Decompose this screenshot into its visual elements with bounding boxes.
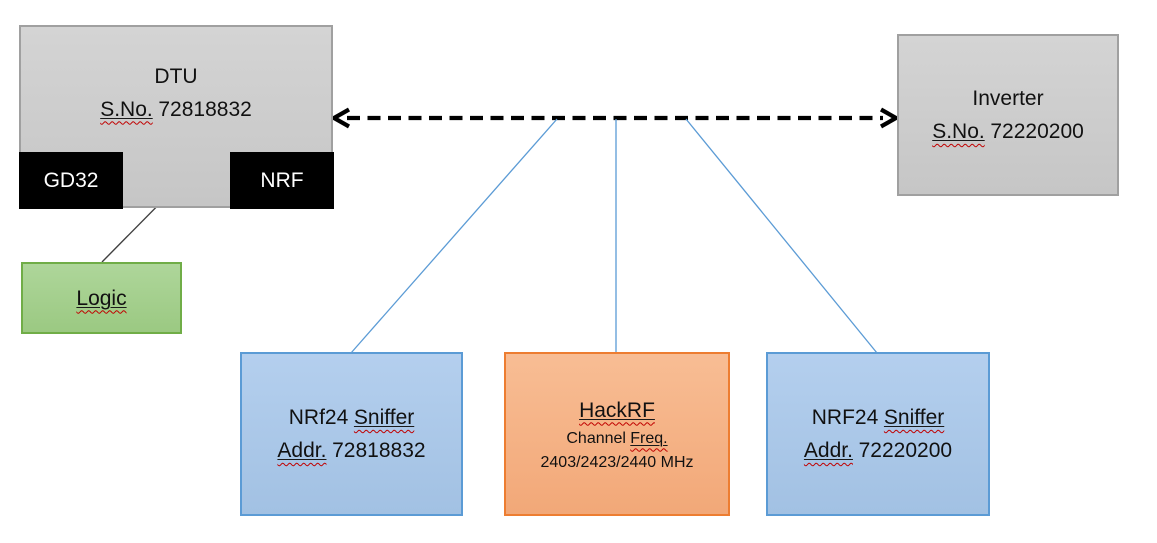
nrf-chip: NRF (230, 152, 334, 209)
sniffer-right-tap-line (685, 118, 878, 354)
sniffer-right-addr-label-squiggle: Addr. (804, 439, 853, 462)
hackrf-freq-label-squiggle: Freq. (630, 430, 667, 447)
dtu-serial-label: S.No. (100, 97, 153, 121)
dtu-title: DTU (154, 64, 198, 88)
hackrf-frequencies: 2403/2423/2440 MHz (540, 453, 694, 471)
hackrf-channel-label: Channel (566, 429, 626, 447)
hackrf-title-squiggle: HackRF (579, 399, 655, 422)
inverter-serial-label-squiggle: S.No. (932, 120, 985, 143)
hackrf-freq-label: Freq. (630, 429, 668, 447)
sniffer-right-word-squiggle: Sniffer (884, 406, 944, 429)
sniffer-left-word: Sniffer (353, 406, 415, 429)
logic-label-line: Logic (76, 282, 126, 315)
gd32-chip: GD32 (19, 152, 123, 209)
logic-label: Logic (76, 286, 127, 310)
inverter-serial-label: S.No. (932, 120, 985, 143)
sniffer-left-addr-label-squiggle: Addr. (277, 439, 326, 462)
sniffer-left-name: NRf24 (288, 406, 349, 429)
sniffer-left-word-squiggle: Sniffer (354, 406, 414, 429)
inverter-serial-number: 72220200 (990, 120, 1084, 143)
inverter-box: Inverter S.No.72220200 (897, 34, 1119, 196)
logic-box: Logic (21, 262, 182, 334)
sniffer-left-tap-line (350, 118, 558, 354)
sniffer-right-addr-label: Addr. (803, 439, 853, 462)
sniffer-right-addr-number: 72220200 (858, 439, 953, 462)
hackrf-title: HackRF (579, 398, 655, 422)
dashed-link-left-arrowhead (329, 107, 351, 129)
sniffer-right-addr-line: Addr.72220200 (804, 434, 952, 467)
dtu-serial-line: S.No.72818832 (100, 93, 252, 126)
dtu-serial-label-squiggle: S.No. (100, 98, 153, 121)
gd32-chip-label: GD32 (43, 169, 99, 192)
sniffer-left-addr-label: Addr. (277, 439, 327, 462)
dashed-link-right-arrowhead (879, 107, 901, 129)
inverter-serial-line: S.No.72220200 (932, 115, 1084, 148)
sniffer-right-name: NRF24 (811, 406, 879, 429)
inverter-title: Inverter (972, 87, 1044, 110)
sniffer-right-word: Sniffer (883, 406, 945, 429)
nrf-chip-label: NRF (260, 169, 304, 192)
hackrf-title-line: HackRF (579, 394, 655, 427)
sniffer-left-addr-number: 72818832 (332, 439, 426, 462)
dtu-serial-number: 72818832 (158, 97, 252, 121)
sniffer-left-addr-line: Addr. 72818832 (277, 434, 425, 467)
logic-label-squiggle: Logic (76, 287, 126, 310)
